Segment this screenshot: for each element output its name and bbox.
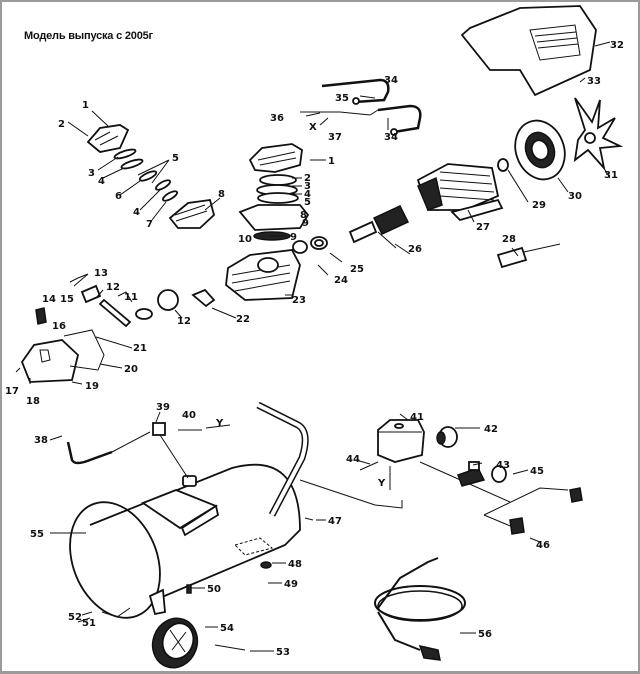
piston-rod-part [35, 284, 216, 328]
callout-49: 49 [284, 579, 298, 590]
callout-18: 18 [26, 396, 40, 407]
oil-sump-part [20, 329, 105, 383]
callout-y-upper: Y [215, 418, 224, 429]
callout-1-head: 1 [328, 156, 335, 167]
callout-41: 41 [410, 412, 424, 423]
capacitor-part [496, 243, 561, 269]
callout-15: 15 [60, 294, 74, 305]
intake-pipes-part [300, 78, 422, 136]
discharge-tube-part [256, 401, 309, 517]
callout-7: 7 [146, 219, 153, 230]
callout-x: X [309, 122, 317, 133]
fan-cover-part [460, 5, 597, 97]
callout-4-lower: 4 [133, 207, 140, 218]
callout-56: 56 [478, 629, 492, 640]
callout-20: 20 [124, 364, 138, 375]
callout-34-upper: 34 [384, 75, 398, 86]
callout-8: 8 [218, 189, 225, 200]
callout-13: 13 [94, 268, 108, 279]
callout-39: 39 [156, 402, 170, 413]
callout-53: 53 [276, 647, 290, 658]
callout-y-lower: Y [377, 478, 386, 489]
callout-21: 21 [133, 343, 147, 354]
callout-5: 5 [172, 153, 179, 164]
callout-33: 33 [587, 76, 601, 87]
callout-34-lower: 34 [384, 132, 398, 143]
gauge-part [436, 426, 458, 448]
callout-12-piston: 12 [177, 316, 191, 327]
callout-50: 50 [207, 584, 221, 595]
callout-28: 28 [502, 234, 516, 245]
callout-45: 45 [530, 466, 544, 477]
callout-37: 37 [328, 132, 342, 143]
callout-12-ring: 12 [106, 282, 120, 293]
callout-6: 6 [115, 191, 122, 202]
callout-4: 4 [98, 176, 105, 187]
callout-19: 19 [85, 381, 99, 392]
callout-11: 11 [124, 292, 138, 303]
callout-35: 35 [335, 93, 349, 104]
callout-9: 9 [290, 232, 297, 243]
safety-valve-part [457, 461, 507, 487]
callout-10: 10 [238, 234, 252, 245]
callout-26: 26 [408, 244, 422, 255]
callout-29: 29 [532, 200, 546, 211]
diagram-title: Модель выпуска с 2005г [24, 30, 153, 42]
bearing-part [292, 236, 328, 254]
small-fittings-part [101, 517, 314, 618]
callout-55: 55 [30, 529, 44, 540]
rotor-part [348, 205, 410, 244]
callout-8-head: 8 [300, 210, 307, 221]
crankcase-part [225, 249, 301, 301]
callout-52: 52 [68, 612, 82, 623]
motor-endcap-part [497, 119, 566, 181]
callout-5-head: 5 [304, 197, 311, 208]
callout-24: 24 [334, 275, 348, 286]
callout-22: 22 [236, 314, 250, 325]
callout-labels: 1 2 3 4 5 6 4 7 8 1 2 3 4 5 8 9 10 9 11 … [5, 40, 624, 658]
callout-3-head: 3 [304, 181, 311, 192]
callout-40: 40 [182, 410, 196, 421]
tank-part [69, 463, 301, 619]
callout-3: 3 [88, 168, 95, 179]
callout-23: 23 [292, 295, 306, 306]
callout-32: 32 [610, 40, 624, 51]
callout-27: 27 [476, 222, 490, 233]
callout-42: 42 [484, 424, 498, 435]
callout-17: 17 [5, 386, 19, 397]
power-cord-part [374, 557, 466, 661]
callout-2-head: 2 [304, 173, 311, 184]
callout-1: 1 [82, 100, 89, 111]
stator-part [416, 163, 504, 222]
callout-43: 43 [496, 460, 510, 471]
callout-14: 14 [42, 294, 56, 305]
wheel-part [151, 617, 246, 669]
callout-44: 44 [346, 454, 360, 465]
callout-4-head: 4 [304, 189, 311, 200]
callout-25: 25 [350, 264, 364, 275]
callout-30: 30 [568, 191, 582, 202]
callout-47: 47 [328, 516, 342, 527]
check-valve-part [66, 422, 189, 479]
callout-46: 46 [536, 540, 550, 551]
leader-lines [15, 41, 611, 652]
callout-31: 31 [604, 170, 618, 181]
callout-9-head: 9 [302, 218, 309, 229]
callout-38: 38 [34, 435, 48, 446]
callout-2: 2 [58, 119, 65, 130]
callout-48: 48 [288, 559, 302, 570]
callout-54: 54 [220, 623, 234, 634]
callout-36: 36 [270, 113, 284, 124]
callout-51: 51 [82, 618, 96, 629]
outlet-valves-part [483, 487, 583, 535]
cylinder-head-part [238, 143, 310, 241]
callout-16: 16 [52, 321, 66, 332]
valve-plate-part [86, 124, 216, 229]
fan-part [573, 97, 624, 172]
